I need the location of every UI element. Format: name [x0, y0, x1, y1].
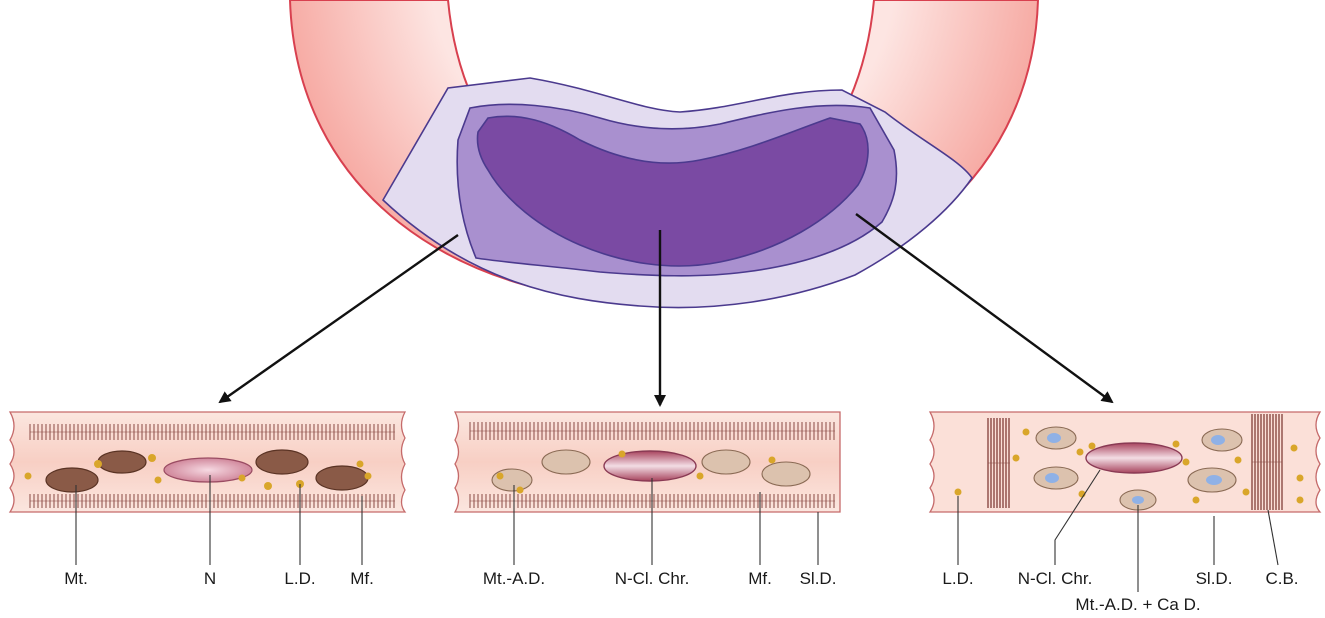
nucleus-clumped: [604, 451, 696, 481]
mitochondrion: [256, 450, 308, 474]
label-nucleus-clumped-chromatin: N-Cl. Chr.: [1018, 569, 1093, 588]
lipid-droplet: [155, 477, 162, 484]
lipid-droplet: [1193, 497, 1200, 504]
mitochondrion-swollen: [702, 450, 750, 474]
lipid-droplet: [1023, 429, 1030, 436]
lipid-droplet: [497, 473, 504, 480]
calcium-deposit: [1211, 435, 1225, 445]
mitochondrion-swollen: [492, 469, 532, 491]
labels-necrotic-cell: L.D. N-Cl. Chr. Sl.D. C.B. Mt.-A.D. + Ca…: [942, 569, 1298, 614]
label-myofibrils: Mf.: [748, 569, 772, 588]
lipid-droplet: [517, 487, 524, 494]
mitochondrion: [316, 466, 368, 490]
label-nucleus-clumped-chromatin: N-Cl. Chr.: [615, 569, 690, 588]
lipid-droplet: [1243, 489, 1250, 496]
lipid-droplet: [619, 451, 626, 458]
lipid-droplet: [365, 473, 372, 480]
label-sarcolemmal-disruption: Sl.D.: [1196, 569, 1233, 588]
calcium-deposit: [1045, 473, 1059, 483]
nucleus-clumped: [1086, 443, 1182, 473]
lipid-droplet: [1183, 459, 1190, 466]
lipid-droplet: [697, 473, 704, 480]
mitochondrion-swollen: [542, 450, 590, 474]
label-contraction-bands: C.B.: [1265, 569, 1298, 588]
lipid-droplet: [357, 461, 364, 468]
lipid-droplet: [1089, 443, 1096, 450]
calcium-deposit: [1132, 496, 1144, 504]
calcium-deposit: [1206, 475, 1222, 485]
label-mito-amorphous-densities: Mt.-A.D.: [483, 569, 545, 588]
lipid-droplet: [955, 489, 962, 496]
label-mitochondria: Mt.: [64, 569, 88, 588]
lipid-droplet: [1077, 449, 1084, 456]
lipid-droplet: [1297, 475, 1304, 482]
lipid-droplet: [25, 473, 32, 480]
mitochondrion: [46, 468, 98, 492]
label-lipid-droplets: L.D.: [942, 569, 973, 588]
labels-intermediate-cell: Mt.-A.D. N-Cl. Chr. Mf. Sl.D.: [483, 569, 837, 588]
label-sarcolemmal-disruption: Sl.D.: [800, 569, 837, 588]
lipid-droplet: [769, 457, 776, 464]
label-mito-amorphous-densities-calcium: Mt.-A.D. + Ca D.: [1075, 595, 1200, 614]
mitochondrion-swollen: [762, 462, 810, 486]
label-nucleus: N: [204, 569, 216, 588]
label-lipid-droplets: L.D.: [284, 569, 315, 588]
lipid-droplet: [1291, 445, 1298, 452]
mitochondrion: [98, 451, 146, 473]
lipid-droplet: [94, 460, 102, 468]
arrow-right: [856, 214, 1112, 402]
arrow-left: [220, 235, 458, 402]
lipid-droplet: [239, 475, 246, 482]
lipid-droplet: [1297, 497, 1304, 504]
lipid-droplet: [264, 482, 272, 490]
lipid-droplet: [1173, 441, 1180, 448]
label-myofibrils: Mf.: [350, 569, 374, 588]
labels-normal-cell: Mt. N L.D. Mf.: [64, 569, 374, 588]
lipid-droplet: [1235, 457, 1242, 464]
calcium-deposit: [1047, 433, 1061, 443]
lipid-droplet: [148, 454, 156, 462]
lipid-droplet: [1013, 455, 1020, 462]
